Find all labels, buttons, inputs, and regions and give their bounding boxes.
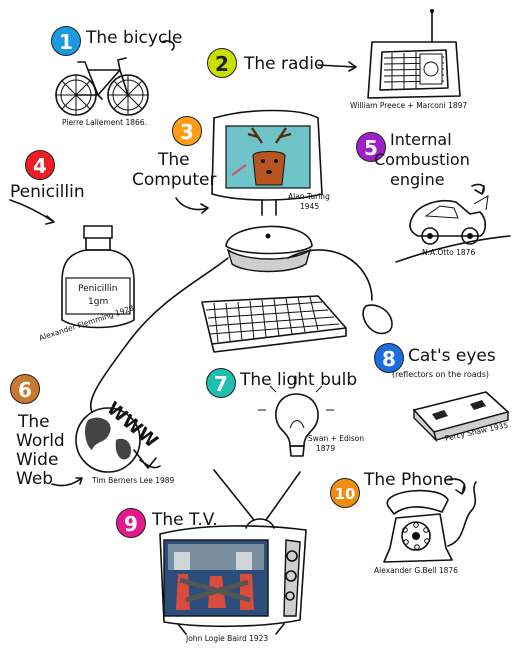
globe-drawing	[75, 407, 161, 473]
radio-drawing	[367, 9, 461, 99]
credit-tv: John Logie Baird 1923	[186, 634, 269, 643]
phone-drawing	[383, 478, 477, 563]
number-badge-1: 1	[51, 26, 81, 56]
number-badge-6: 6	[10, 374, 40, 404]
number-badge-10: 10	[330, 478, 360, 508]
number-badge-2: 2	[207, 48, 237, 78]
credit-phone: Alexander G.Bell 1876	[374, 566, 458, 575]
number-badge-4: 4	[25, 150, 55, 180]
tv-drawing	[159, 469, 307, 635]
credit-radio: William Preece + Marconi 1897	[350, 101, 468, 110]
title-tv: The T.V.	[152, 510, 218, 530]
subtitle-cats-eyes: (reflectors on the roads)	[392, 370, 490, 379]
credit-web: Tim Berners Lee 1989	[92, 476, 175, 485]
title-engine-line-3: engine	[390, 170, 445, 189]
light-bulb-drawing	[258, 376, 334, 457]
number-badge-7: 7	[206, 368, 236, 398]
number-badge-8: 8	[374, 343, 404, 373]
title-cats-eyes: Cat's eyes	[408, 346, 496, 366]
number-badge-5: 5	[356, 132, 386, 162]
title-radio: The radio	[244, 54, 325, 74]
title-web-line-4: Web	[16, 469, 54, 489]
title-phone: The Phone	[364, 470, 454, 490]
number-badge-3: 3	[172, 116, 202, 146]
credit-light-bulb-line-1: Swan + Edison	[308, 434, 365, 443]
credit-engine: N.A.Otto 1876	[422, 248, 476, 257]
penicillin-label-line-1: Penicillin	[78, 284, 118, 294]
title-engine-line-1: Internal	[390, 130, 452, 149]
title-web-line-3: Wide	[16, 450, 59, 470]
credit-computer-line-2: 1945	[300, 202, 320, 211]
penicillin-drawing	[9, 199, 135, 329]
keyboard-drawing	[201, 295, 347, 353]
title-penicillin: Penicillin	[10, 182, 85, 202]
title-web-line-1: The	[18, 412, 50, 432]
title-computer-line-1: The	[158, 150, 190, 170]
cats-eyes-drawing	[413, 391, 509, 443]
penicillin-label-line-2: 1gm	[88, 297, 109, 307]
bicycle-drawing	[55, 57, 149, 116]
mouse-drawing	[362, 304, 393, 335]
title-engine-line-2: Combustion	[374, 150, 470, 169]
credit-light-bulb-line-2: 1879	[316, 444, 336, 453]
title-bicycle: The bicycle	[86, 28, 183, 48]
credit-computer-line-1: Alan Turing	[288, 192, 330, 201]
title-computer-line-2: Computer	[132, 170, 217, 190]
title-light-bulb: The light bulb	[240, 370, 358, 390]
title-web-line-2: World	[16, 431, 65, 451]
credit-bicycle: Pierre Lallement 1866.	[62, 118, 147, 127]
car-drawing	[395, 183, 511, 263]
computer-drawing	[211, 109, 323, 273]
number-badge-9: 9	[116, 508, 146, 538]
